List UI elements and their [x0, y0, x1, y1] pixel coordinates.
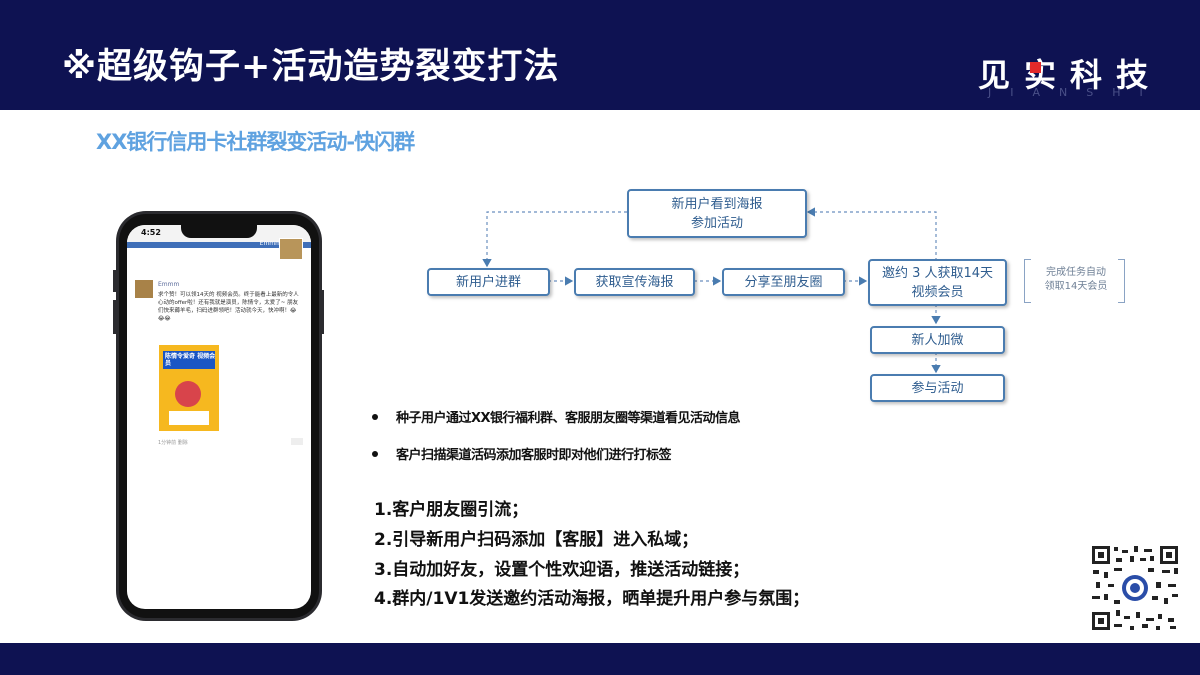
phone-mockup: 4:52 Emmm Emmm 求个赞！可以领14天的 视频会员。终于能看上最新的…: [116, 211, 322, 621]
bullet-text: 种子用户通过XX银行福利群、客服朋友圈等渠道看见活动信息: [396, 411, 741, 426]
brand-logo-subtext: JIANSHI: [988, 86, 1162, 99]
bullet-dot-icon: [372, 450, 378, 457]
phone-notch: [181, 225, 257, 238]
qr-code-graphic: [1090, 544, 1180, 632]
post-poster-image: 陈情令爱奇 视频会员: [159, 345, 219, 431]
note-bracket-right: [1118, 259, 1125, 303]
poster-banner: [163, 351, 215, 369]
slide-title: ※超级钩子+活动造势裂变打法: [62, 47, 560, 87]
footer-bar: [0, 643, 1200, 675]
phone-side-button: [113, 270, 116, 292]
post-username: Emmm: [158, 281, 180, 288]
poster-text: 陈情令爱奇 视频会员: [165, 353, 216, 367]
cover-avatar: [279, 238, 303, 260]
flow-get-poster-label: 获取宣传海报: [595, 274, 674, 290]
flow-invite-box: 邀约 3 人获取14天 视频会员: [868, 259, 1007, 306]
flow-participate-box: 参与活动: [870, 374, 1005, 402]
flow-share-label: 分享至朋友圈: [744, 274, 823, 290]
moments-cover: [127, 242, 311, 248]
post-more-icon: [291, 438, 303, 445]
flow-participate-label: 参与活动: [911, 380, 964, 396]
cover-username: Emmm: [259, 240, 281, 247]
post-meta: 1分钟前 删除: [158, 440, 188, 446]
poster-qr-box: [169, 411, 209, 425]
flow-invite-label: 邀约 3 人获取14天 视频会员: [881, 265, 994, 300]
bullet-text: 客户扫描渠道活码添加客服时即对他们进行打标签: [396, 448, 672, 463]
flow-add-friend-label: 新人加微: [911, 332, 964, 348]
header-bar: ※超级钩子+活动造势裂变打法 见实科技 JIANSHI: [0, 0, 1200, 110]
flow-join-group-label: 新用户进群: [455, 274, 521, 290]
brand-logo-dot: [1030, 62, 1041, 73]
flow-get-poster-box: 获取宣传海报: [574, 268, 695, 296]
status-time: 4:52: [141, 228, 161, 237]
note-bracket-left: [1024, 259, 1031, 303]
poster-figure: [175, 381, 201, 407]
slide-subtitle: XX银行信用卡社群裂变活动-快闪群: [96, 130, 415, 154]
phone-screen: 4:52 Emmm Emmm 求个赞！可以领14天的 视频会员。终于能看上最新的…: [127, 225, 311, 609]
flow-note: 完成任务自动 领取14天会员: [1044, 267, 1108, 292]
phone-side-button: [321, 290, 324, 334]
flow-start-box: 新用户看到海报 参加活动: [627, 189, 807, 238]
flow-add-friend-box: 新人加微: [870, 326, 1005, 354]
phone-side-button: [113, 300, 116, 334]
step-item: 3.自动加好友，设置个性欢迎语，推送活动链接；: [374, 560, 750, 580]
flow-share-box: 分享至朋友圈: [722, 268, 845, 296]
post-text: 求个赞！可以领14天的 视频会员。终于能看上最新的令人心动的offer啦！还有我…: [158, 292, 299, 322]
step-item: 1.客户朋友圈引流；: [374, 500, 529, 520]
flow-join-group-box: 新用户进群: [427, 268, 550, 296]
qr-code: [1090, 544, 1180, 632]
post-avatar: [135, 280, 153, 298]
status-bar: 4:52: [127, 225, 311, 242]
brand-logo: 见实科技: [978, 56, 1163, 94]
bullet-item: 客户扫描渠道活码添加客服时即对他们进行打标签: [372, 444, 672, 463]
bullet-item: 种子用户通过XX银行福利群、客服朋友圈等渠道看见活动信息: [372, 407, 741, 426]
step-item: 4.群内/1V1发送邀约活动海报，晒单提升用户参与氛围；: [374, 589, 810, 609]
step-item: 2.引导新用户扫码添加【客服】进入私域；: [374, 530, 699, 550]
bullet-dot-icon: [372, 413, 378, 420]
flow-start-label: 新用户看到海报 参加活动: [671, 196, 763, 231]
